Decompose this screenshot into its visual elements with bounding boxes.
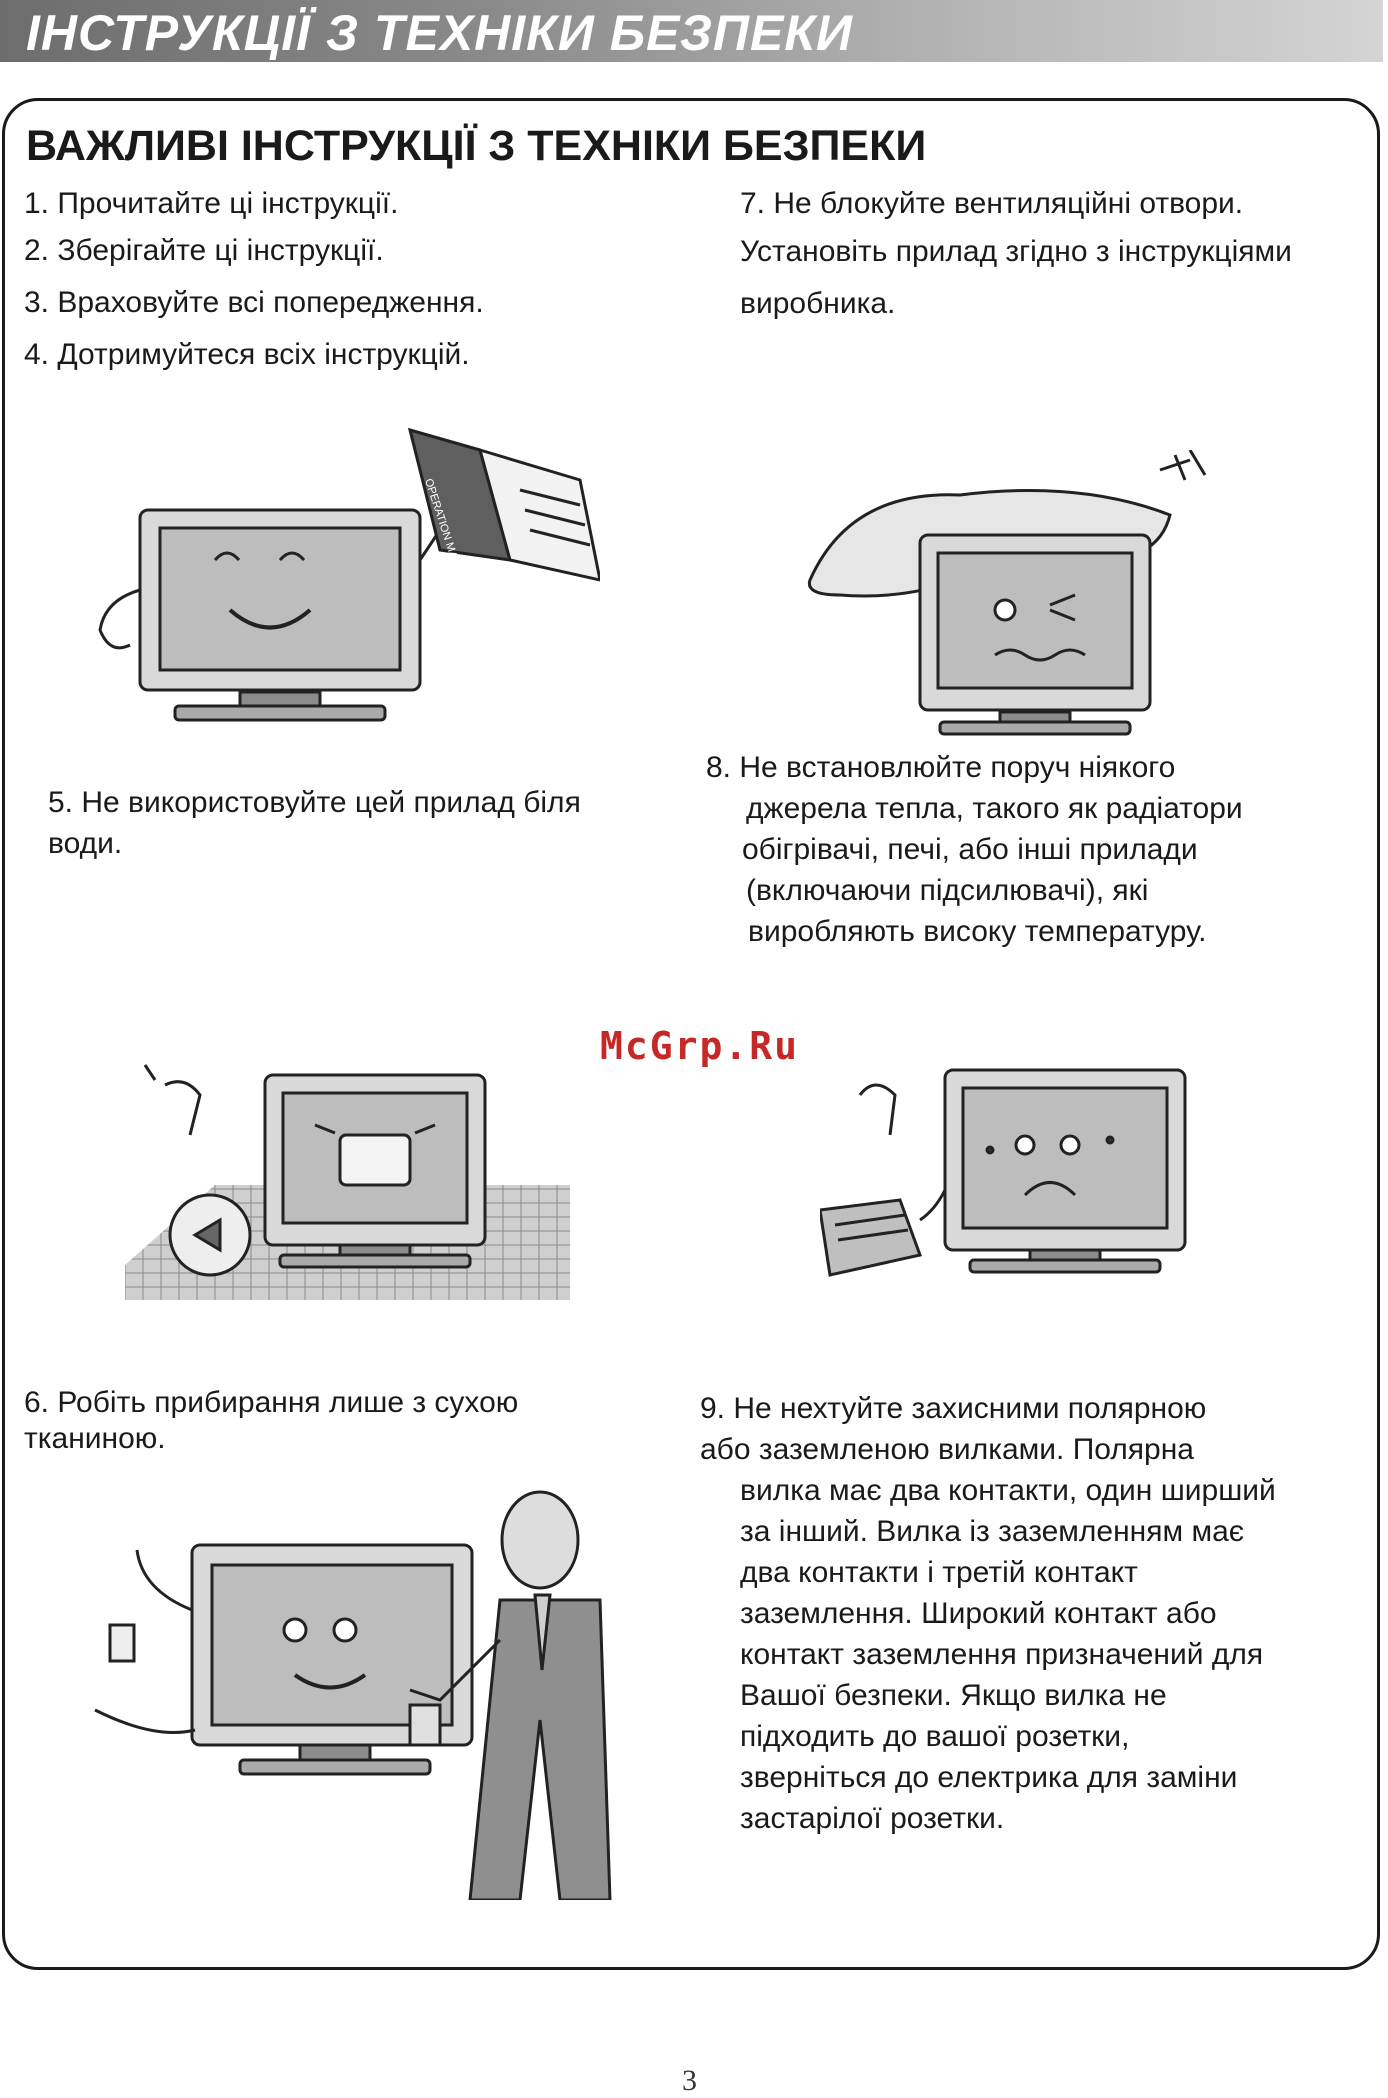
item-9-line-9: підходить до вашої розетки, <box>740 1720 1130 1753</box>
item-9-line-6: заземлення. Широкий контакт або <box>740 1597 1217 1630</box>
man-cleaning-tv-illustration <box>94 1490 612 1900</box>
item-9-line-1: 9. Не нехтуйте захисними полярною <box>700 1392 1207 1425</box>
item-9-line-4: за інший. Вилка із заземленням має <box>740 1515 1245 1548</box>
tv-reading-manual-illustration: OPERATION MANUAL <box>98 427 600 722</box>
item-1: 1. Прочитайте ці інструкції. <box>24 187 399 220</box>
item-5-line-1: 5. Не використовуйте цей прилад біля <box>48 786 581 819</box>
item-9-line-7: контакт заземлення призначений для <box>740 1638 1264 1671</box>
tv-near-water-illustration <box>125 1064 570 1300</box>
item-9-line-2: або заземленою вилками. Полярна <box>700 1433 1194 1466</box>
watermark: McGrp.Ru <box>600 1024 800 1068</box>
item-3: 3. Враховуйте всі попередження. <box>24 286 484 319</box>
tv-blocked-vents-illustration <box>807 450 1207 736</box>
page-number: 3 <box>682 2064 697 2097</box>
header-band <box>0 0 1383 62</box>
item-7-line-1: 7. Не блокуйте вентиляційні отвори. <box>740 187 1244 220</box>
page-title: ВАЖЛИВІ ІНСТРУКЦІЇ З ТЕХНІКИ БЕЗПЕКИ <box>26 122 927 170</box>
item-9-line-5: два контакти і третій контакт <box>740 1556 1138 1589</box>
item-9-line-3: вилка має два контакти, один ширший <box>740 1474 1276 1507</box>
item-8-line-3: обігрівачі, печі, або інші прилади <box>742 833 1198 866</box>
item-8-line-1: 8. Не встановлюйте поруч ніякого <box>706 751 1176 784</box>
item-7-line-3: виробника. <box>740 287 896 320</box>
header-title: ІНСТРУКЦІЇ З ТЕХНІКИ БЕЗПЕКИ <box>26 5 853 61</box>
item-8-line-2: джерела тепла, такого як радіатори <box>746 792 1243 825</box>
item-7-line-2: Установіть прилад згідно з інструкціями <box>740 235 1292 268</box>
item-6-line-2: тканиною. <box>24 1422 166 1455</box>
item-5-line-2: води. <box>48 827 123 860</box>
item-8-line-4: (включаючи підсилювачі), які <box>746 874 1149 907</box>
item-9-line-11: застарілої розетки. <box>740 1802 1005 1835</box>
item-2: 2. Зберігайте ці інструкції. <box>24 234 384 267</box>
item-9-line-8: Вашої безпеки. Якщо вилка не <box>740 1679 1167 1712</box>
content-frame <box>2 98 1380 1970</box>
item-6-line-1: 6. Робіть прибирання лише з сухою <box>24 1386 519 1419</box>
item-9-line-10: зверніться до електрика для заміни <box>740 1761 1238 1794</box>
item-8-line-5: виробляють високу температуру. <box>748 915 1207 948</box>
tv-near-heater-illustration <box>820 1068 1187 1277</box>
item-4: 4. Дотримуйтеся всіх інструкцій. <box>24 338 470 371</box>
